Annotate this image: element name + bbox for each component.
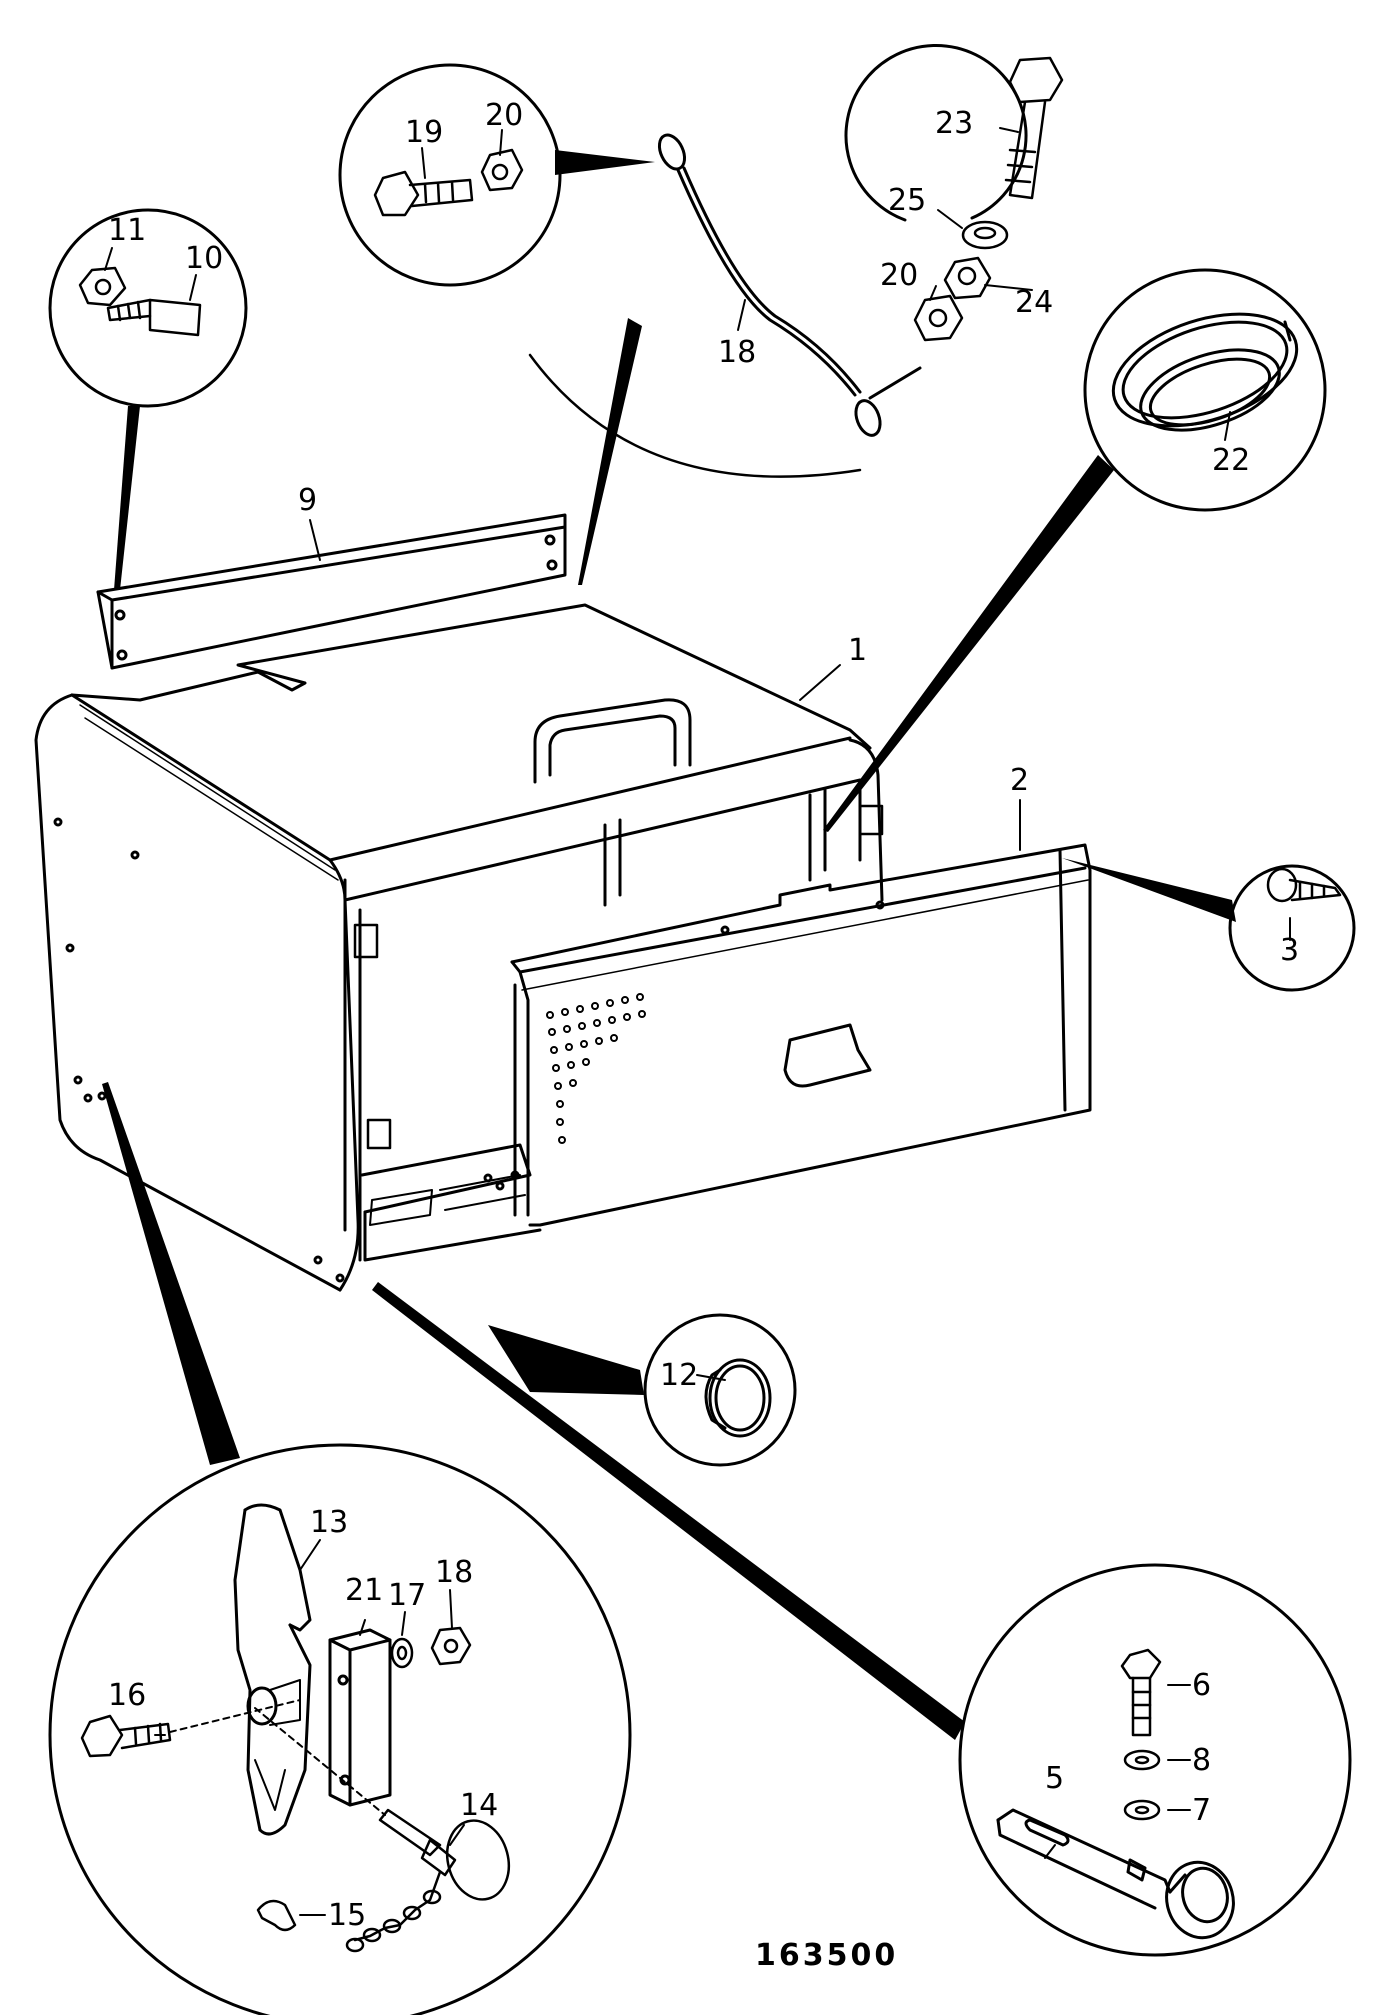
callout-22: 22 [1212, 443, 1250, 478]
dashed-bolt-path [169, 1699, 301, 1733]
leader-wedge-latch [102, 1082, 240, 1465]
washer-25 [961, 220, 1009, 250]
bolt-19 [373, 170, 474, 217]
callout-25: 25 [888, 183, 926, 218]
detail-circle-12 [643, 1313, 797, 1467]
callout-2: 2 [1010, 763, 1029, 798]
washer-17 [390, 1637, 414, 1669]
leader-line-cable-to-20-24 [868, 366, 922, 400]
callout-20-top: 20 [485, 98, 523, 133]
callout-24: 24 [1015, 285, 1053, 320]
washer-8 [1123, 1749, 1161, 1771]
callout-13: 13 [310, 1505, 348, 1540]
callout-10: 10 [185, 241, 223, 276]
callout-23: 23 [935, 106, 973, 141]
leader-wedge-bracket [372, 1282, 965, 1740]
battery-box [34, 603, 884, 1292]
leader-wedge-10-11 [114, 406, 140, 590]
callout-18-latch: 18 [435, 1555, 473, 1590]
callout-7: 7 [1192, 1793, 1211, 1828]
nut-20-top [480, 148, 524, 192]
callout-6: 6 [1192, 1668, 1211, 1703]
bolt-23 [1004, 56, 1064, 200]
callout-15: 15 [328, 1898, 366, 1933]
callout-9: 9 [298, 483, 317, 518]
callout-21: 21 [345, 1573, 383, 1608]
leader-wedge-12 [488, 1325, 644, 1395]
top-bracket [96, 513, 567, 670]
callout-16: 16 [108, 1678, 146, 1713]
callout-leaders [104, 127, 1291, 1916]
grommet-22 [1111, 312, 1299, 432]
plug-12 [704, 1358, 772, 1438]
detail-circle-10-11 [48, 208, 248, 408]
screw-3 [1266, 867, 1342, 903]
figure-number: 163500 [755, 1938, 898, 1973]
detail-circle-3 [1228, 864, 1356, 992]
callout-3: 3 [1280, 933, 1299, 968]
callout-1: 1 [848, 633, 867, 668]
callout-18-cable: 18 [718, 335, 756, 370]
bolt-6 [1120, 1648, 1162, 1737]
callout-11: 11 [108, 213, 146, 248]
nut-11 [78, 266, 127, 307]
washer-7 [1123, 1799, 1161, 1821]
nut-24 [943, 256, 992, 300]
callout-12: 12 [660, 1358, 698, 1393]
cable-swing-arc [528, 353, 862, 478]
detail-circle-22 [1083, 268, 1327, 512]
detail-circle-19-20 [338, 63, 562, 287]
clip-15 [256, 1899, 297, 1932]
detail-circle-20-24-25 [844, 44, 1028, 222]
detail-circle-latch [48, 1443, 632, 2015]
leader-wedge-3 [1062, 858, 1236, 922]
spacer-21 [328, 1628, 392, 1807]
callout-14: 14 [460, 1788, 498, 1823]
detail-circle-bracket [958, 1563, 1352, 1957]
leader-wedge-to-box-top [578, 318, 642, 585]
cable-18 [657, 133, 882, 437]
nut-18 [430, 1626, 472, 1666]
front-panel [510, 843, 1092, 1227]
callout-8: 8 [1192, 1743, 1211, 1778]
bolt-10 [106, 298, 202, 337]
leader-wedge-22 [823, 455, 1114, 832]
callout-20-lower: 20 [880, 258, 918, 293]
nut-20-lower [913, 294, 964, 342]
pin-14 [254, 1707, 511, 1953]
bracket-5 [996, 1808, 1235, 1940]
callout-19: 19 [405, 115, 443, 150]
latch-13 [233, 1503, 312, 1836]
callout-5: 5 [1045, 1761, 1064, 1796]
leader-wedge-19-20 [555, 150, 655, 175]
callout-17: 17 [388, 1578, 426, 1613]
